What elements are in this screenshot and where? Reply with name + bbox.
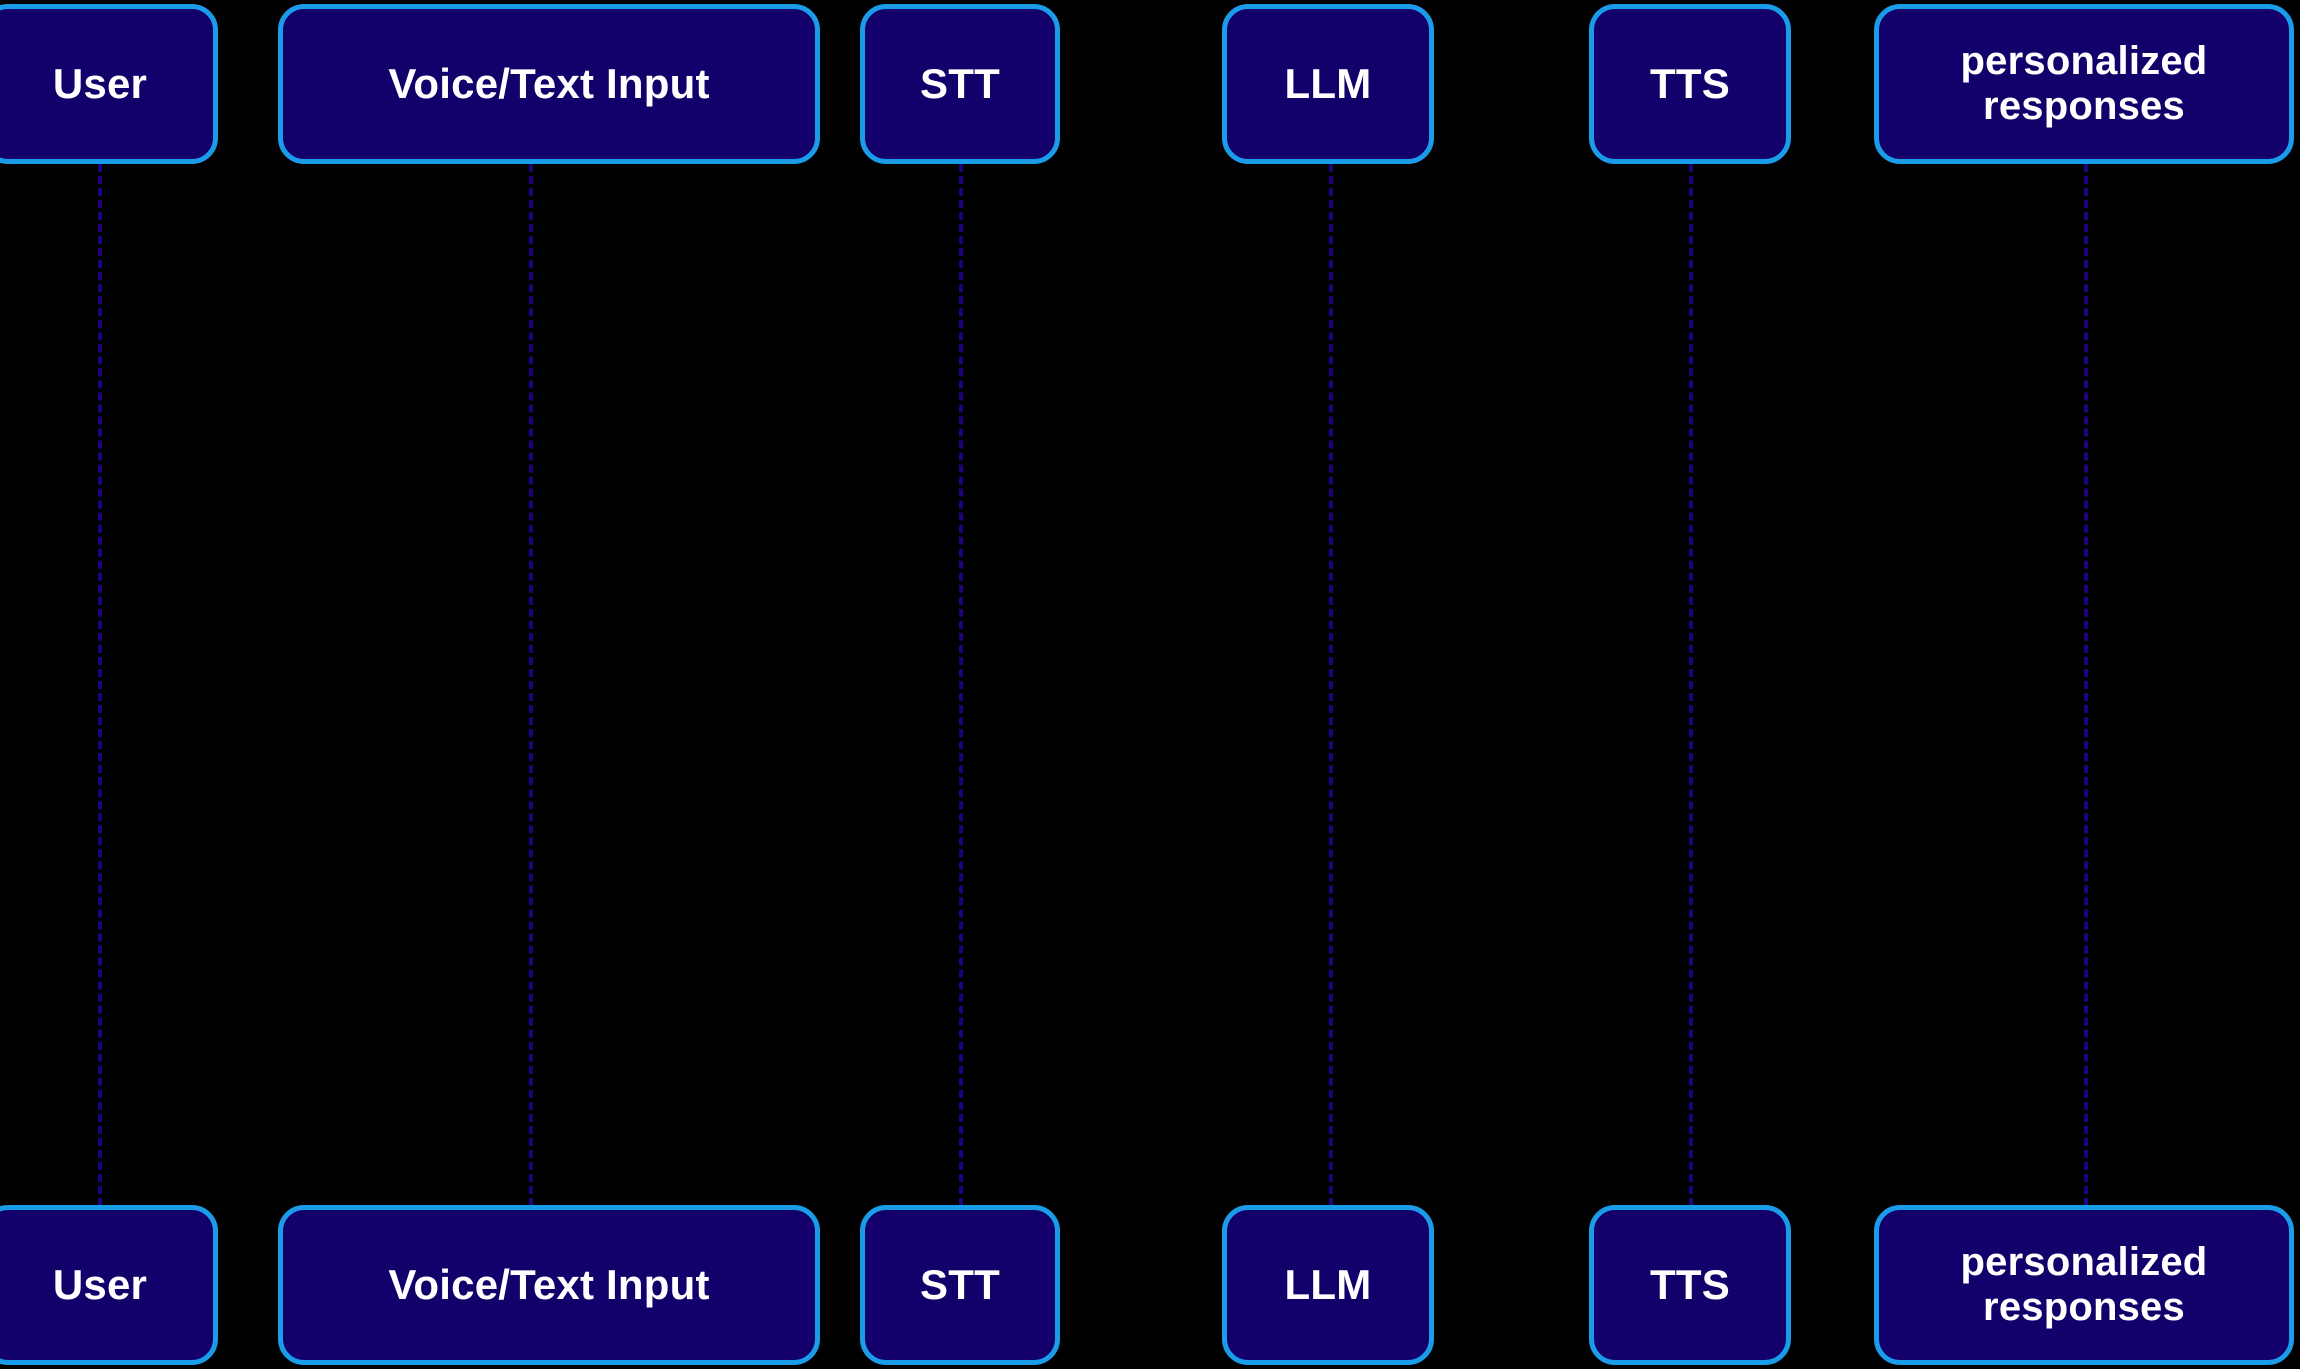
lifeline-user bbox=[98, 164, 102, 1206]
participant-bottom-llm[interactable]: LLM bbox=[1222, 1205, 1434, 1365]
participant-bottom-stt[interactable]: STT bbox=[860, 1205, 1060, 1365]
participant-top-personalized-responses[interactable]: personalized responses bbox=[1874, 4, 2294, 164]
participant-label: LLM bbox=[1284, 60, 1372, 108]
participant-top-stt[interactable]: STT bbox=[860, 4, 1060, 164]
participant-top-tts[interactable]: TTS bbox=[1589, 4, 1791, 164]
participant-bottom-personalized-responses[interactable]: personalized responses bbox=[1874, 1205, 2294, 1365]
participant-top-llm[interactable]: LLM bbox=[1222, 4, 1434, 164]
participant-label: Voice/Text Input bbox=[388, 1261, 710, 1309]
participant-label: STT bbox=[920, 1261, 1000, 1309]
participant-bottom-tts[interactable]: TTS bbox=[1589, 1205, 1791, 1365]
lifeline-personalized-responses bbox=[2084, 164, 2088, 1206]
participant-label: User bbox=[52, 1261, 148, 1309]
participant-label: TTS bbox=[1650, 60, 1730, 108]
lifeline-stt bbox=[959, 164, 963, 1206]
participant-label: Voice/Text Input bbox=[388, 60, 710, 108]
participant-label: STT bbox=[920, 60, 1000, 108]
participant-label: personalized responses bbox=[1960, 39, 2208, 128]
participant-label: User bbox=[52, 60, 148, 108]
participant-top-voice-text-input[interactable]: Voice/Text Input bbox=[278, 4, 820, 164]
participant-top-user[interactable]: User bbox=[0, 4, 218, 164]
lifeline-llm bbox=[1329, 164, 1333, 1206]
participant-bottom-voice-text-input[interactable]: Voice/Text Input bbox=[278, 1205, 820, 1365]
lifeline-tts bbox=[1689, 164, 1693, 1206]
participant-label: personalized responses bbox=[1960, 1240, 2208, 1329]
participant-label: TTS bbox=[1650, 1261, 1730, 1309]
participant-label: LLM bbox=[1284, 1261, 1372, 1309]
participant-bottom-user[interactable]: User bbox=[0, 1205, 218, 1365]
lifeline-voice-text-input bbox=[529, 164, 533, 1206]
